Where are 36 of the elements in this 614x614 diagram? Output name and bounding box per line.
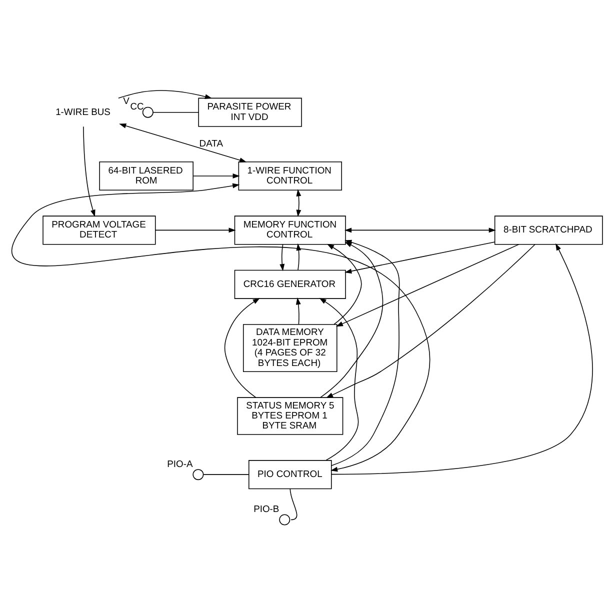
arrow: [336, 244, 520, 326]
node-text: 1-WIRE BUS: [56, 105, 110, 116]
node-circle: [142, 106, 154, 118]
node-box: PARASITE POWER INT VDD: [198, 97, 302, 126]
arrow: [83, 126, 96, 216]
node-box: 8-BIT SCRATCHPAD: [494, 215, 603, 244]
arrow: [118, 90, 212, 98]
node-box: 64-BIT LASERED ROM: [99, 160, 194, 190]
connector: [152, 111, 199, 112]
node-box: DATA MEMORY 1024-BIT EPROM (4 PAGES OF 32 BYTES EACH): [242, 324, 338, 372]
arrow: [13, 182, 430, 472]
node-circle: [192, 468, 204, 480]
arrow: [296, 297, 301, 324]
arrow: [331, 242, 593, 474]
arrow: [119, 122, 247, 162]
arrow: [296, 188, 302, 216]
node-label: PIO-B: [254, 502, 280, 514]
edge-label: DATA: [199, 137, 224, 148]
arrow: [319, 297, 359, 460]
node-box: CRC16 GENERATOR: [234, 269, 346, 298]
arrow: [296, 242, 302, 270]
arrow: [344, 227, 496, 232]
arrow: [192, 173, 240, 178]
node-label: PIO-A: [167, 457, 193, 468]
node-box: STATUS MEMORY 5 BYTES EPROM 1 BYTE SRAM: [237, 396, 344, 434]
node-box: MEMORY FUNCTION CONTROL: [234, 215, 346, 244]
arrow: [326, 244, 536, 398]
node-box: PROGRAM VOLTAGE DETECT: [42, 215, 156, 244]
arrow: [224, 298, 260, 398]
arrow: [326, 243, 362, 324]
arrow: [280, 244, 285, 271]
arrow: [155, 227, 236, 232]
connector: [290, 488, 298, 520]
node-circle: [279, 514, 290, 525]
node-box: PIO CONTROL: [248, 460, 332, 489]
node-box: 1-WIRE FUNCTION CONTROL: [238, 160, 342, 190]
